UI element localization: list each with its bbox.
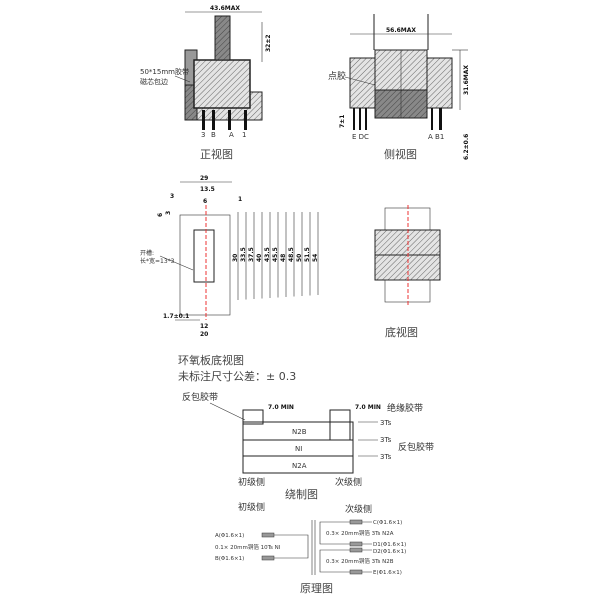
- bottom-view-caption: 底视图: [385, 325, 418, 339]
- winding-primary: 初级侧: [238, 476, 265, 488]
- margin-right: 7.0 MIN: [355, 404, 381, 411]
- pin-1: 1: [242, 131, 246, 139]
- slot-note-2: 长*宽=13*3: [140, 257, 175, 265]
- center-leg: [214, 15, 231, 61]
- pin-d2-label: D2(Φ1.6×1): [373, 549, 406, 555]
- schematic-secondary: 次级侧: [345, 503, 372, 515]
- dim-20: 20: [200, 331, 208, 338]
- dim-6: 6: [203, 198, 207, 205]
- layer-n2b: N2B: [292, 428, 307, 436]
- winding-caption: 绕制图: [285, 488, 318, 501]
- vertical-dim-label: 48: [280, 254, 287, 262]
- front-view: 43.6MAX 32±2 50*15mm胶带 磁芯包边 3 B A 1 正视图: [140, 5, 272, 161]
- schematic-caption: 原理图: [300, 582, 333, 595]
- vertical-dim-label: 40: [256, 254, 263, 262]
- side-height-dim: 31.6MAX: [463, 65, 470, 95]
- pin-b-label: B(Φ1.6×1): [215, 556, 244, 562]
- front-height-dim: 32±2: [265, 34, 272, 52]
- insulation-tape-label: 绝缘胶带: [387, 402, 423, 414]
- sec-wire-a: 0.3× 20mm铜箔 3Ts N2A: [326, 529, 394, 537]
- reverse-tape-label: 反包胶带: [182, 391, 218, 403]
- pins-left: E DC: [352, 133, 369, 141]
- pins-right: A B1: [428, 133, 444, 141]
- pin-c-label: C(Φ1.6×1): [373, 520, 402, 526]
- pin-a-label: A(Φ1.6×1): [215, 533, 244, 539]
- tape-note-1: 50*15mm胶带: [140, 67, 189, 76]
- front-view-caption: 正视图: [200, 147, 233, 161]
- slot-note-1: 开槽:: [140, 249, 154, 257]
- pin-b: B: [211, 131, 216, 139]
- dim-1: 1: [238, 196, 242, 203]
- pin-a: A: [229, 131, 234, 139]
- vertical-dim-label: 37.5: [248, 247, 255, 262]
- vertical-dim-label: 54: [312, 254, 319, 262]
- core: [193, 59, 251, 109]
- lead-dim: 6.2±0.6: [463, 134, 470, 160]
- side-view-caption: 侧视图: [384, 147, 417, 161]
- turns-2: 3Ts: [380, 436, 392, 444]
- vertical-dim-label: 45.5: [272, 247, 279, 262]
- turns-3: 3Ts: [380, 453, 392, 461]
- glue-label: 点胶: [328, 70, 346, 82]
- pin-dim: 7±1: [339, 115, 346, 128]
- vertical-dim-label: 43.5: [264, 247, 271, 262]
- layer-n2a: N2A: [292, 462, 307, 470]
- dim-12: 12: [200, 323, 208, 330]
- winding-secondary: 次级侧: [335, 476, 362, 488]
- winding-diagram: 反包胶带 7.0 MIN 7.0 MIN 绝缘胶带 N2B NI N2A 3Ts…: [182, 391, 434, 501]
- dim-13-5: 13.5: [200, 186, 215, 193]
- vertical-dim-label: 48.5: [288, 247, 295, 262]
- schematic: 初级侧 次级侧 A(Φ1.6×1) 0.1× 20mm铜箔 10Ts NI B(…: [215, 501, 406, 595]
- side-width-dim: 56.6MAX: [386, 27, 416, 34]
- vertical-dim-label: 33.5: [240, 247, 247, 262]
- pin-e-label: E(Φ1.6×1): [373, 570, 402, 576]
- pcb-view-caption: 环氧板底视图: [178, 353, 244, 367]
- tape-note-2: 磁芯包边: [140, 77, 168, 86]
- dim-3-side: 3: [165, 211, 172, 215]
- margin-left: 7.0 MIN: [268, 404, 294, 411]
- vertical-dim-label: 51.5: [304, 247, 311, 262]
- turns-1: 3Ts: [380, 419, 392, 427]
- dim-6-side: 6: [157, 213, 164, 217]
- dim-1-7: 1.7±0.1: [163, 313, 189, 320]
- bottom-view: 底视图: [374, 205, 441, 339]
- vertical-dim-label: 30: [232, 254, 239, 262]
- front-width-dim: 43.6MAX: [210, 5, 240, 12]
- tolerance-note: 未标注尺寸公差：± 0.3: [178, 369, 296, 383]
- pin-d1-label: D1(Φ1.6×1): [373, 542, 406, 548]
- pin-3: 3: [201, 131, 205, 139]
- schematic-primary: 初级侧: [238, 501, 265, 513]
- reverse-tape-right: 反包胶带: [398, 441, 434, 453]
- dim-29: 29: [200, 175, 208, 182]
- sec-wire-b: 0.3× 20mm铜箔 3Ts N2B: [326, 557, 394, 565]
- vertical-dim-label: 50: [296, 254, 303, 262]
- primary-wire: 0.1× 20mm铜箔 10Ts NI: [215, 543, 281, 551]
- side-view: 56.6MAX 31.6MAX 6.2±0.6 7±1 点胶 E DC A B1…: [328, 14, 470, 161]
- dim-3: 3: [170, 193, 174, 200]
- layer-ni: NI: [295, 445, 302, 453]
